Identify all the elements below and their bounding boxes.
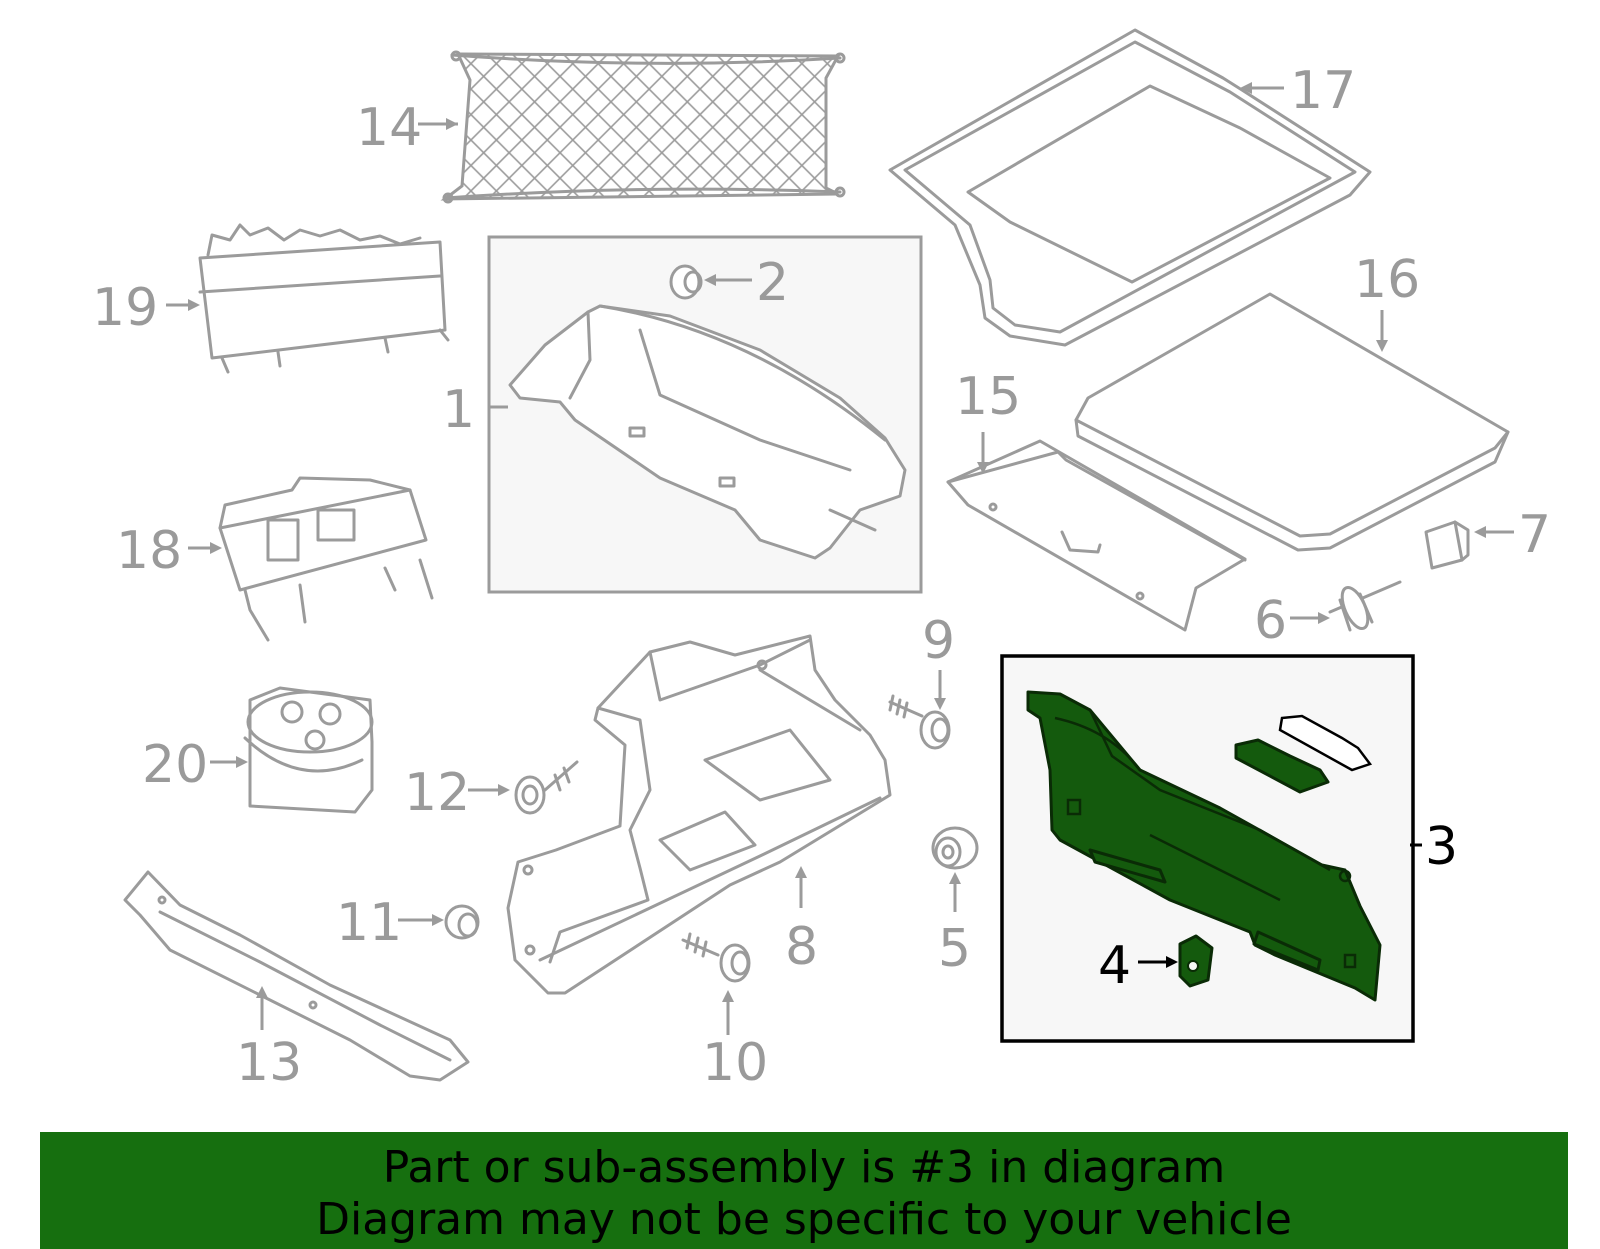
part-info-banner: Part or sub-assembly is #3 in diagram Di… <box>40 1132 1568 1249</box>
callout-19: 19 <box>92 278 158 338</box>
callout-20: 20 <box>142 735 208 795</box>
part-15-trim-panel[interactable] <box>946 439 1247 632</box>
part-1-rear-shelf[interactable] <box>508 304 907 560</box>
banner-line-2: Diagram may not be specific to your vehi… <box>316 1194 1292 1245</box>
part-16-floor-board[interactable] <box>1074 292 1510 552</box>
callout-11: 11 <box>336 893 402 953</box>
callout-17: 17 <box>1290 61 1356 121</box>
part-18-organizer-box[interactable] <box>218 476 434 642</box>
callout-18: 18 <box>116 521 182 581</box>
part-10-bolt[interactable] <box>681 932 751 983</box>
part-20-holder-bag[interactable] <box>243 686 374 814</box>
callout-7: 7 <box>1518 505 1551 565</box>
part-8-trunk-tub[interactable] <box>506 634 892 995</box>
callout-2: 2 <box>756 253 789 313</box>
callout-15: 15 <box>955 367 1021 427</box>
part-4-clip[interactable] <box>1178 934 1214 988</box>
banner-line-1: Part or sub-assembly is #3 in diagram <box>382 1142 1226 1193</box>
callout-3: 3 <box>1425 817 1458 877</box>
part-9-bolt[interactable] <box>888 694 951 750</box>
part-2-push-clip[interactable] <box>669 264 703 300</box>
callout-12: 12 <box>404 763 470 823</box>
callout-13: 13 <box>236 1033 302 1093</box>
leader-lines <box>166 82 1514 1035</box>
callout-16: 16 <box>1354 250 1420 310</box>
callout-5: 5 <box>938 919 971 979</box>
part-12-bolt[interactable] <box>514 760 579 815</box>
callout-6: 6 <box>1254 591 1287 651</box>
part-5-grommet[interactable] <box>931 826 979 870</box>
callout-9: 9 <box>922 611 955 671</box>
callout-14: 14 <box>356 98 422 158</box>
callout-labels: 14 17 19 2 1 16 15 18 7 6 9 20 12 3 8 5 … <box>92 61 1551 1093</box>
part-3-trunk-side-trim-highlighted[interactable] <box>1026 690 1382 1002</box>
callout-8: 8 <box>785 917 818 977</box>
callout-4: 4 <box>1098 936 1131 996</box>
part-3-clip-pieces <box>1234 714 1373 794</box>
part-19-organizer[interactable] <box>198 223 450 374</box>
part-11-plug[interactable] <box>444 904 480 940</box>
part-7-retainer[interactable] <box>1424 520 1470 570</box>
part-17-trunk-mat[interactable] <box>888 28 1372 347</box>
part-6-pin[interactable] <box>1328 580 1402 632</box>
part-13-cross-bar[interactable] <box>123 870 470 1082</box>
part-14-cargo-net[interactable] <box>440 50 846 204</box>
callout-1: 1 <box>442 380 475 440</box>
callout-10: 10 <box>702 1033 768 1093</box>
